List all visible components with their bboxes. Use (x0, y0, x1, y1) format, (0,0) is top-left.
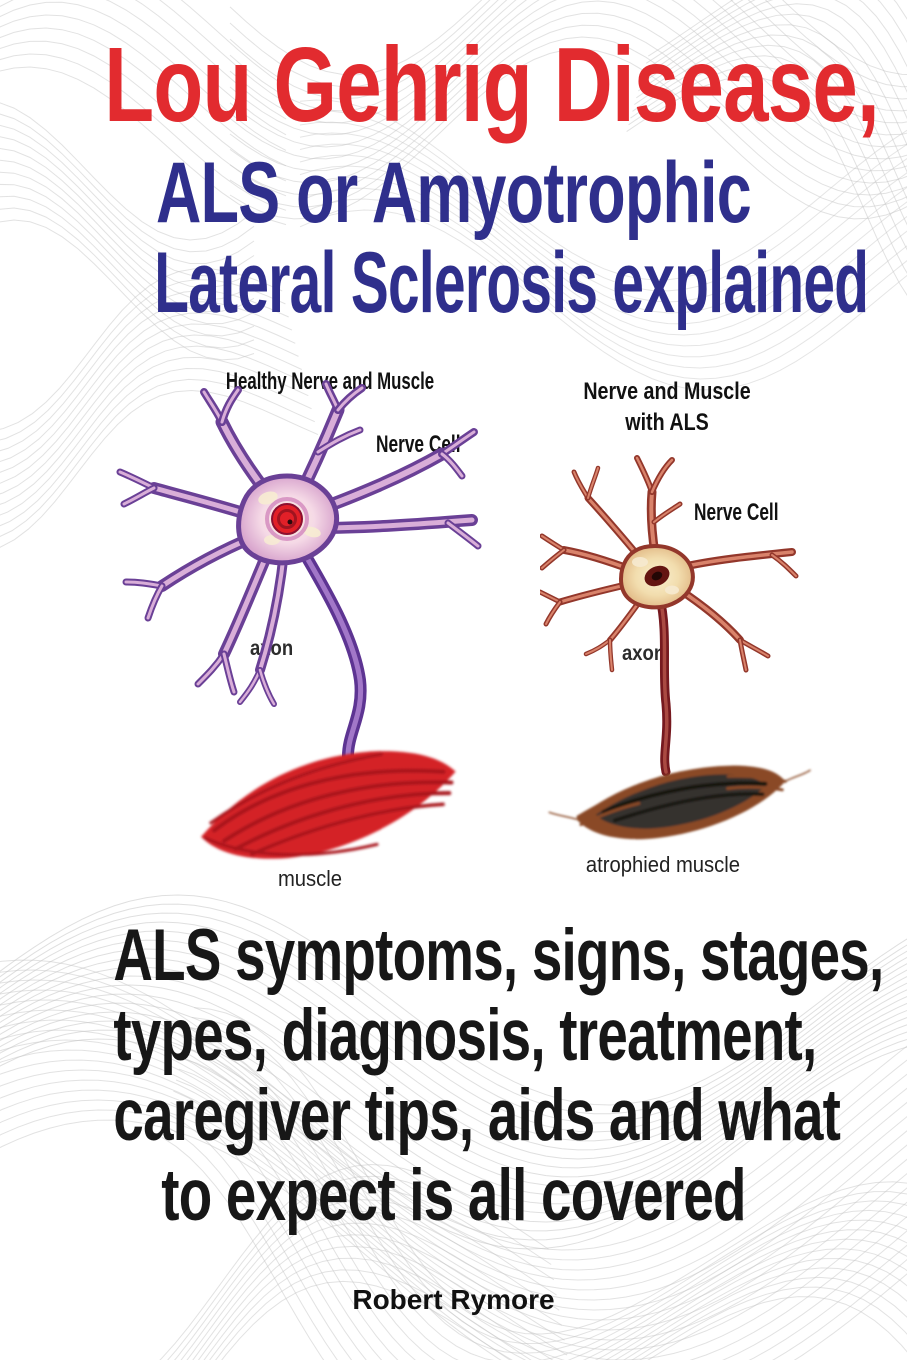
als-muscle-illustration (548, 765, 811, 840)
figure-als-nerve: Nerve and Muscle with ALS Nerve Cell axo… (540, 360, 870, 905)
healthy-muscle-illustration (201, 751, 456, 859)
figure-als-title-line1: Nerve and Muscle (583, 378, 751, 405)
figure-als-title-line2: with ALS (625, 409, 709, 436)
healthy-dendrites (116, 380, 482, 762)
tagline-line-4: to expect is all covered (161, 1155, 746, 1236)
title-line-navy-1: ALS or Amyotrophic (156, 145, 752, 241)
als-dendrites (540, 455, 799, 777)
tagline: ALS symptoms, signs, stages, types, diag… (113, 915, 884, 1236)
author-name: Robert Rymore (352, 1284, 555, 1315)
figure-als-title: Nerve and Muscle with ALS (569, 376, 766, 438)
healthy-neuron-illustration (116, 380, 482, 859)
muscle-label-als: atrophied muscle (585, 852, 741, 877)
muscle-label-healthy: muscle (277, 866, 343, 891)
title-line-navy-2: Lateral Sclerosis explained (154, 235, 869, 331)
axon-label-als: axon (622, 642, 666, 665)
figure-healthy-nerve: Healthy Nerve and Muscle Nerve Cell axon… (110, 360, 500, 905)
tagline-line-2: types, diagnosis, treatment, (113, 995, 817, 1076)
tagline-line-3: caregiver tips, aids and what (113, 1075, 841, 1156)
nerve-cell-label-als: Nerve Cell (694, 499, 779, 526)
title-line-red: Lou Gehrig Disease, (104, 26, 879, 144)
als-nucleus (644, 565, 670, 587)
als-neuron-illustration (540, 455, 811, 840)
healthy-nucleus (265, 497, 309, 541)
tagline-line-1: ALS symptoms, signs, stages, (113, 915, 884, 996)
